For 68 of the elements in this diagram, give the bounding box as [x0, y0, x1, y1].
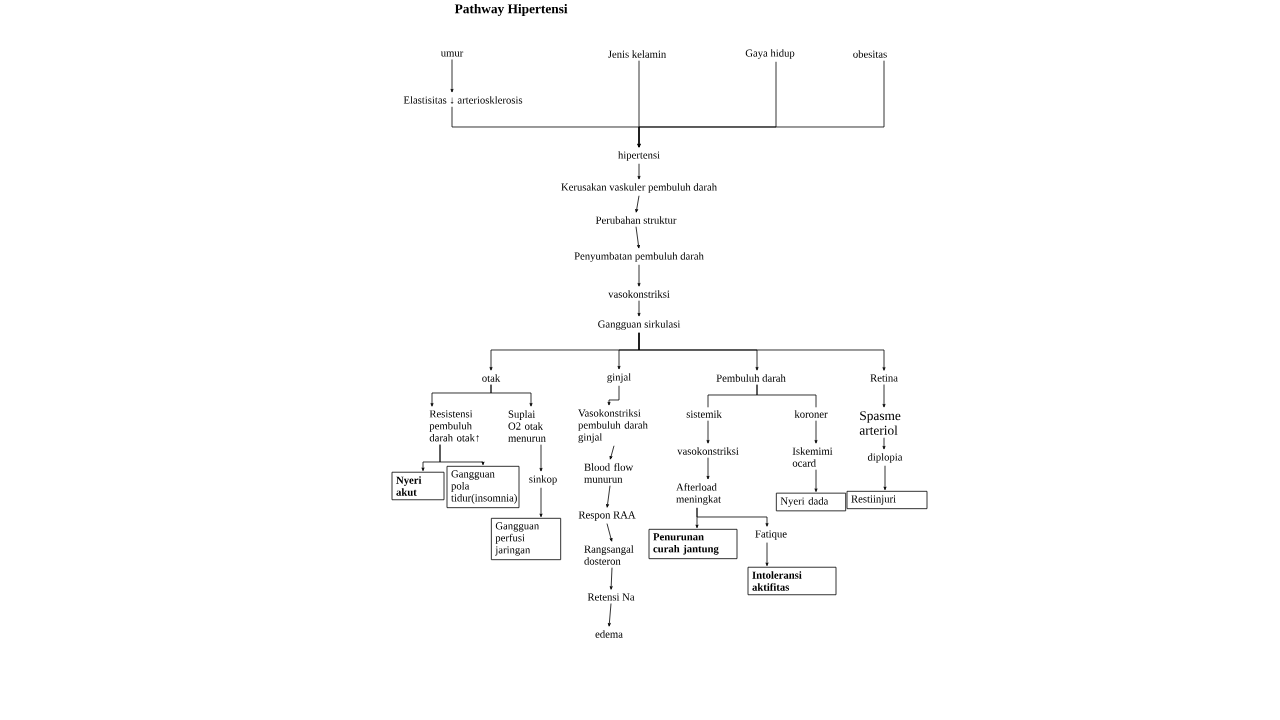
arrow: [882, 384, 886, 408]
arrow: [637, 300, 641, 317]
step-text: Gangguan sirkulasi: [598, 320, 681, 330]
step-text: vasokonstriksi: [677, 447, 739, 455]
step-text: hipertensi: [618, 151, 660, 161]
step-text: vasokonstriksi: [608, 290, 670, 298]
step-text: Penyumbatan pembuluh darah: [574, 252, 704, 262]
step-text: obesitas: [853, 50, 887, 58]
arrow: [450, 59, 454, 93]
step-text: Retensi Na: [587, 593, 635, 601]
step-text: otak: [482, 374, 501, 382]
diagnosis-box: Nyeri dada: [775, 492, 847, 512]
step-text: Rangsangal dosteron: [584, 545, 634, 565]
step-text: Perubahan struktur: [595, 216, 677, 224]
step-text: Jenis kelamin: [608, 50, 667, 58]
diagnosis-box: Restiinjuri: [846, 490, 928, 510]
arrow: [607, 603, 612, 627]
step-text: Resistensi pembuluh darah otak↑: [429, 410, 479, 442]
step-text: umur: [440, 51, 464, 57]
diagnosis-box: Gangguan pola tidur(insomnia): [446, 465, 520, 509]
arrow: [609, 567, 613, 590]
arrow: [638, 332, 886, 371]
step-text: Elastisitas ↓ arteriosklerosis: [403, 96, 523, 104]
step-text: Suplai O2 otak menurun: [508, 410, 546, 442]
step-text: sistemik: [686, 410, 722, 418]
step-text: Pembuluh darah: [716, 374, 786, 382]
arrow: [637, 60, 885, 148]
step-text: Retina: [870, 374, 898, 382]
arrow: [814, 420, 818, 444]
arrow: [637, 163, 641, 180]
arrow: [696, 507, 769, 527]
arrow: [539, 444, 543, 472]
step-text: Afterload meningkat: [676, 483, 721, 505]
arrow: [882, 437, 886, 450]
step-text: Blood flow munurun: [584, 463, 634, 483]
diagnosis-box: Gangguan perfusi jaringan: [490, 517, 562, 561]
step-text: Vasokonstriksi pembuluh darah ginjal: [578, 409, 648, 443]
arrow: [635, 195, 640, 213]
arrow: [539, 487, 543, 518]
step-text: sinkop: [529, 475, 557, 485]
title: Pathway Hipertensi: [454, 3, 568, 17]
arrow: [490, 384, 533, 407]
step-text: edema: [595, 630, 623, 638]
arrow: [706, 420, 710, 444]
step-text: Kerusakan vaskuler pembuluh darah: [561, 183, 717, 193]
arrow: [609, 445, 615, 460]
diagnosis-box: Intoleransi aktifitas: [747, 566, 837, 596]
arrow: [607, 385, 620, 406]
step-text: ginjal: [607, 373, 631, 383]
arrow: [606, 523, 613, 542]
arrow: [883, 465, 887, 491]
step-text: koroner: [794, 410, 828, 418]
arrow: [765, 542, 769, 567]
arrow: [706, 457, 710, 480]
step-text: diplopia: [867, 453, 903, 463]
step-text: Fatique: [755, 530, 787, 540]
step-text: Gaya hidup: [745, 49, 795, 59]
arrow: [814, 469, 818, 492]
arrow: [606, 485, 611, 508]
connector-line: [756, 384, 817, 408]
step-text: Respon RAA: [578, 511, 636, 521]
step-text: Iskemimi ocard: [792, 447, 833, 467]
step-text: Spasme arteriol: [859, 411, 901, 435]
diagnosis-box: Nyeri akut: [391, 471, 445, 501]
arrow: [439, 444, 485, 466]
arrow: [635, 226, 640, 249]
arrow: [637, 264, 641, 287]
diagnosis-box: Penurunan curah jantung: [648, 528, 738, 560]
